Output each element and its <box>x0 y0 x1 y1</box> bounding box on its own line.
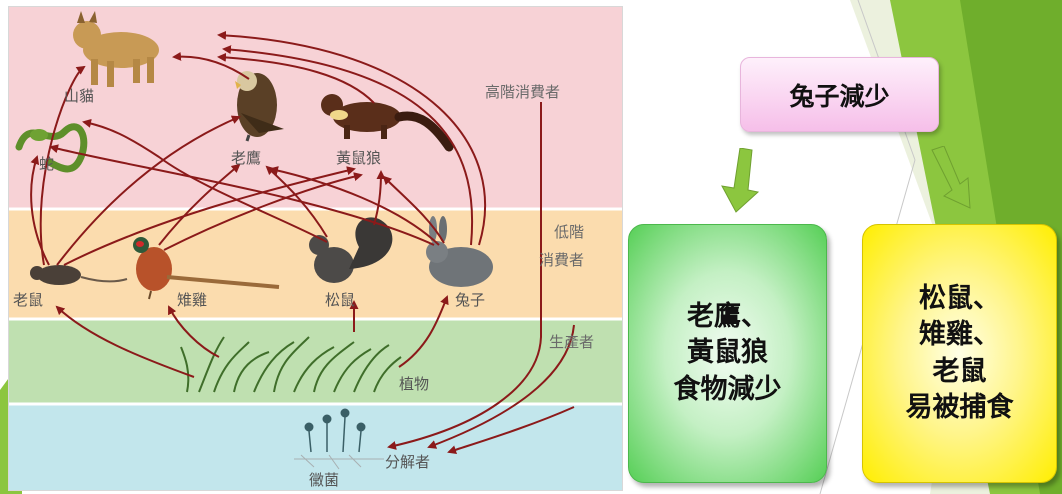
result-left-line-2: 黃鼠狼 <box>687 337 768 369</box>
label-producer: 生產者 <box>549 333 594 351</box>
label-plants: 植物 <box>399 375 429 393</box>
plants-figure <box>180 336 402 393</box>
slide-title-box: 兔子減少 <box>740 57 939 132</box>
mouse-figure <box>30 265 128 285</box>
label-low-consumer-1: 低階 <box>554 223 584 241</box>
label-low-consumer-2: 消費者 <box>539 251 584 269</box>
producer-zone <box>9 319 622 404</box>
result-right-line-1: 松鼠、 <box>919 282 1000 314</box>
label-lynx: 山貓 <box>64 87 94 105</box>
result-left-line-1: 老鷹、 <box>687 300 768 332</box>
label-mouse: 老鼠 <box>13 291 43 309</box>
result-box-prey: 松鼠、 雉雞、 老鼠 易被捕食 <box>862 224 1057 483</box>
label-pheasant: 雉雞 <box>177 291 207 309</box>
decomposer-zone <box>9 404 622 490</box>
food-web-arrows <box>30 30 575 455</box>
result-left-line-3: 食物減少 <box>673 373 782 405</box>
label-snake: 蛇 <box>39 155 54 173</box>
label-eagle: 老鷹 <box>231 149 261 167</box>
label-high-consumer: 高階消費者 <box>485 83 560 101</box>
down-arrow-left-icon <box>721 148 760 213</box>
weasel-figure <box>321 94 454 152</box>
result-right-line-4: 易被捕食 <box>905 391 1014 423</box>
label-weasel: 黃鼠狼 <box>336 149 381 167</box>
result-right-line-2: 雉雞、 <box>919 319 1000 351</box>
slide-title: 兔子減少 <box>789 81 890 111</box>
label-decomposer: 分解者 <box>385 453 430 471</box>
label-rabbit: 兔子 <box>455 291 485 309</box>
eagle-figure <box>235 71 284 142</box>
label-squirrel: 松鼠 <box>325 291 355 309</box>
down-arrow-right-icon <box>931 146 971 209</box>
pheasant-figure <box>133 237 280 300</box>
squirrel-figure <box>309 217 393 283</box>
food-web-diagram: 高階消費者 低階 消費者 生產者 山貓 蛇 老鷹 黃鼠狼 老鼠 雉雞 松鼠 兔子… <box>8 6 623 491</box>
fungi-figure <box>294 408 384 470</box>
lynx-figure <box>73 11 159 87</box>
result-box-predators: 老鷹、 黃鼠狼 食物減少 <box>628 224 827 483</box>
label-fungi: 黴菌 <box>309 471 339 489</box>
result-right-line-3: 老鼠 <box>932 355 987 387</box>
rabbit-figure <box>426 216 493 287</box>
snake-figure <box>15 123 88 173</box>
